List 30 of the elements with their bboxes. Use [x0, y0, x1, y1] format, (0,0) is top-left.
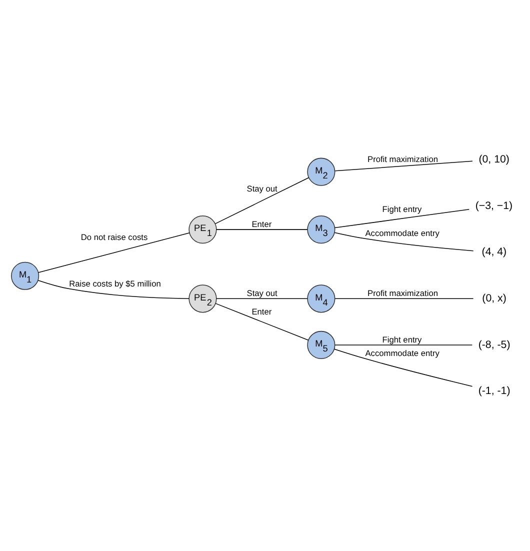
connector: [334, 348, 473, 387]
edge-label: Enter: [252, 306, 272, 316]
edge-label: Enter: [252, 219, 272, 230]
edge-label: Accommodate entry: [365, 348, 440, 358]
connector: [216, 298, 308, 300]
node-text: (4, 4): [482, 246, 507, 258]
connector: [215, 303, 309, 341]
connector: [38, 232, 190, 273]
edge-label: Stay out: [246, 183, 278, 194]
edge-label: Fight entry: [382, 204, 422, 214]
connector: [38, 280, 190, 299]
connector: [334, 344, 473, 346]
node-text: (−3, −1): [475, 200, 513, 212]
edge-label: Fight entry: [382, 334, 422, 345]
edge-label: Stay out: [246, 288, 278, 298]
node-text: (0, x): [482, 292, 506, 304]
edge-label: Profit maximization: [368, 288, 438, 298]
edge-label: Profit maximization: [368, 154, 438, 164]
node-text: (-1, -1): [478, 385, 510, 398]
edge-label: Accommodate entry: [365, 228, 440, 238]
connector: [334, 298, 474, 300]
connector: [334, 232, 474, 252]
node-text: (-8, -5): [478, 338, 510, 351]
node-text: (0, 10): [478, 154, 510, 166]
connector: [214, 177, 309, 224]
connector: [334, 160, 473, 172]
connector: [334, 208, 470, 228]
connector: [216, 229, 308, 230]
edge-label: Do not raise costs: [80, 232, 148, 242]
edge-label: Raise costs by $5 million: [69, 278, 161, 288]
